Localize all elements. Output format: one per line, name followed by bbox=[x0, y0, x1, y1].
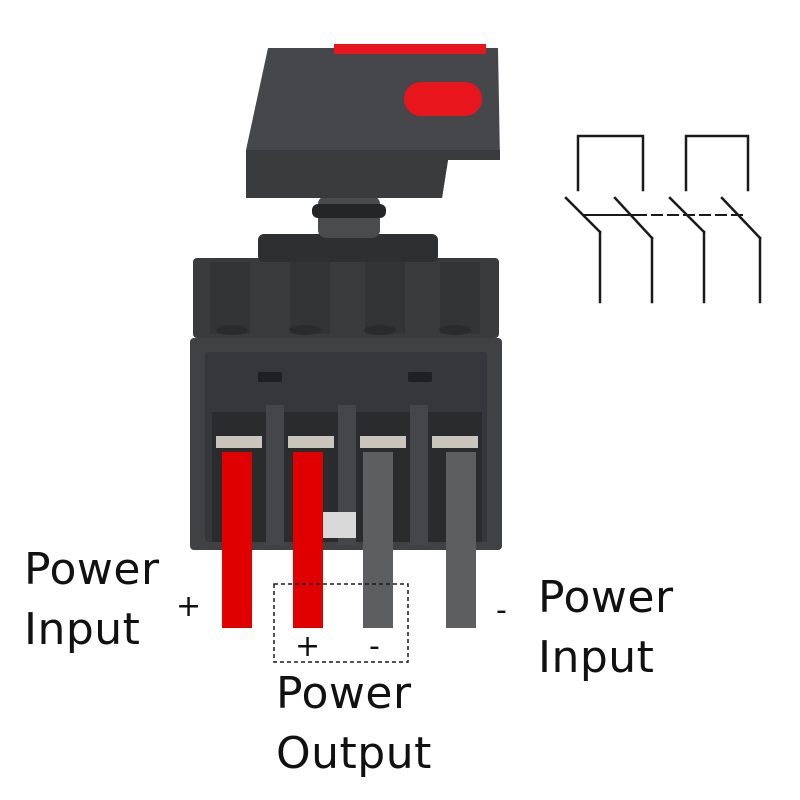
lead-input-negative bbox=[446, 452, 476, 628]
rotary-knob bbox=[246, 44, 500, 262]
power-input-left-line2: Input bbox=[24, 604, 141, 655]
power-output-line1: Power bbox=[276, 668, 412, 719]
schematic-double-pole-switch-icon bbox=[564, 134, 762, 304]
power-input-right-line2: Input bbox=[538, 632, 655, 683]
lead-output-positive bbox=[293, 452, 323, 628]
plus-sign-input: + bbox=[176, 589, 202, 624]
lead-input-positive bbox=[222, 452, 252, 628]
plus-sign-output: + bbox=[295, 629, 321, 664]
minus-sign-output: - bbox=[369, 629, 380, 664]
dashed-output-box bbox=[273, 583, 409, 663]
lead-output-negative bbox=[363, 452, 393, 628]
power-input-right-line1: Power bbox=[538, 572, 674, 623]
minus-sign-input: - bbox=[496, 593, 507, 628]
power-output-line2: Output bbox=[276, 728, 432, 779]
terminal-leads bbox=[222, 452, 476, 628]
power-input-left-line1: Power bbox=[24, 544, 160, 595]
